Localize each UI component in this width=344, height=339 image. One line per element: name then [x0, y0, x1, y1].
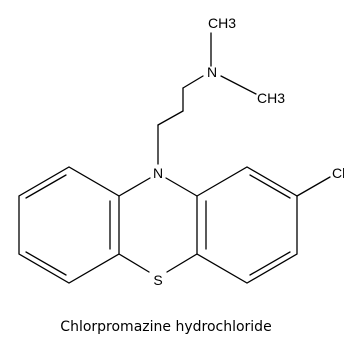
right-benzene-ring — [196, 166, 298, 284]
left-benzene-ring — [18, 166, 120, 284]
left-ring-double-bond-2 — [25, 251, 67, 276]
compound-name-caption: Chlorpromazine hydrochloride — [60, 319, 271, 335]
bond-chain-3 — [182, 75, 204, 89]
chlorine-label: Cl — [332, 165, 344, 181]
bond-s-right — [166, 253, 198, 273]
bond-n-right — [165, 177, 198, 197]
right-ring-double-bond-1 — [249, 174, 291, 199]
methyl-right-label: CH3 — [257, 90, 285, 106]
ring-nitrogen-label: N — [153, 165, 163, 181]
bond-chain-1 — [157, 110, 184, 126]
amine-nitrogen-label: N — [207, 64, 217, 80]
bond-chlorine — [296, 176, 331, 197]
bond-n-left — [118, 177, 151, 197]
right-ring-double-bond-2 — [249, 251, 291, 276]
sulfur-label: S — [153, 272, 162, 288]
bond-s-left — [118, 253, 150, 273]
bond-methyl-right — [220, 75, 257, 95]
left-ring-double-bond-3 — [25, 174, 67, 199]
methyl-top-label: CH3 — [208, 15, 236, 31]
